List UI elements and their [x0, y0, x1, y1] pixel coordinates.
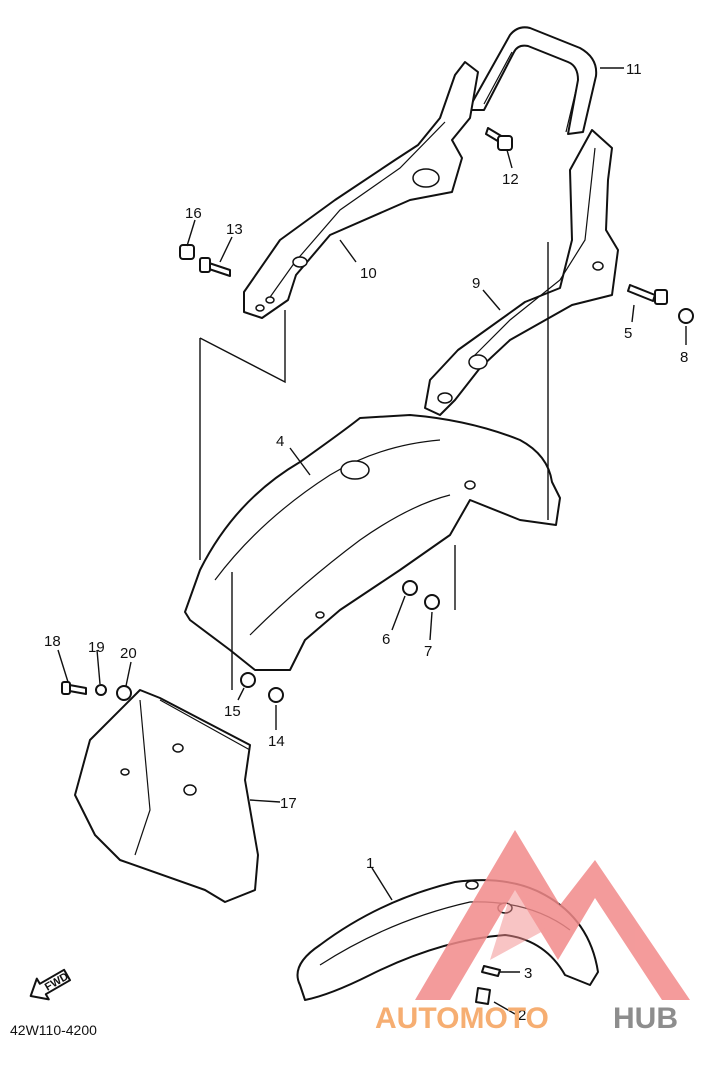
callout-5: 5	[624, 325, 632, 342]
watermark-text-primary: AUTOMOTO	[375, 1002, 549, 1035]
callout-1: 1	[366, 855, 374, 872]
callout-9: 9	[472, 275, 480, 292]
callout-labels: 1 2 3 4 5 6 7 8 9 10 11 12 13 14 15 16 1…	[44, 61, 688, 1024]
rear-fender-part-4	[184, 414, 561, 671]
callout-18: 18	[44, 633, 61, 650]
inner-fender-part-17	[74, 689, 259, 903]
callout-19: 19	[88, 639, 105, 656]
callout-4: 4	[276, 433, 284, 450]
fwd-label: FWD	[43, 971, 71, 994]
bracket-part-10	[243, 61, 479, 319]
callout-20: 20	[120, 645, 137, 662]
watermark-text-secondary: HUB	[613, 1002, 678, 1035]
assembly-lines	[199, 242, 549, 690]
diagram-code: 42W110-4200	[10, 1022, 97, 1038]
leader-lines	[57, 67, 687, 1015]
callout-13: 13	[226, 221, 243, 238]
bracket-part-9	[424, 129, 619, 416]
callout-12: 12	[502, 171, 519, 188]
callout-16: 16	[185, 205, 202, 222]
callout-7: 7	[424, 643, 432, 660]
fasteners	[61, 127, 694, 1005]
callout-2: 2	[518, 1007, 526, 1024]
callout-6: 6	[382, 631, 390, 648]
fwd-arrow: FWD	[29, 968, 72, 1001]
callout-11: 11	[626, 61, 642, 78]
callout-17: 17	[280, 795, 297, 812]
watermark-logo	[415, 830, 690, 1000]
callout-10: 10	[360, 265, 377, 282]
grab-bar-part-11	[467, 26, 598, 135]
callout-3: 3	[524, 965, 532, 982]
callout-14: 14	[268, 733, 285, 750]
callout-8: 8	[680, 349, 688, 366]
callout-15: 15	[224, 703, 241, 720]
